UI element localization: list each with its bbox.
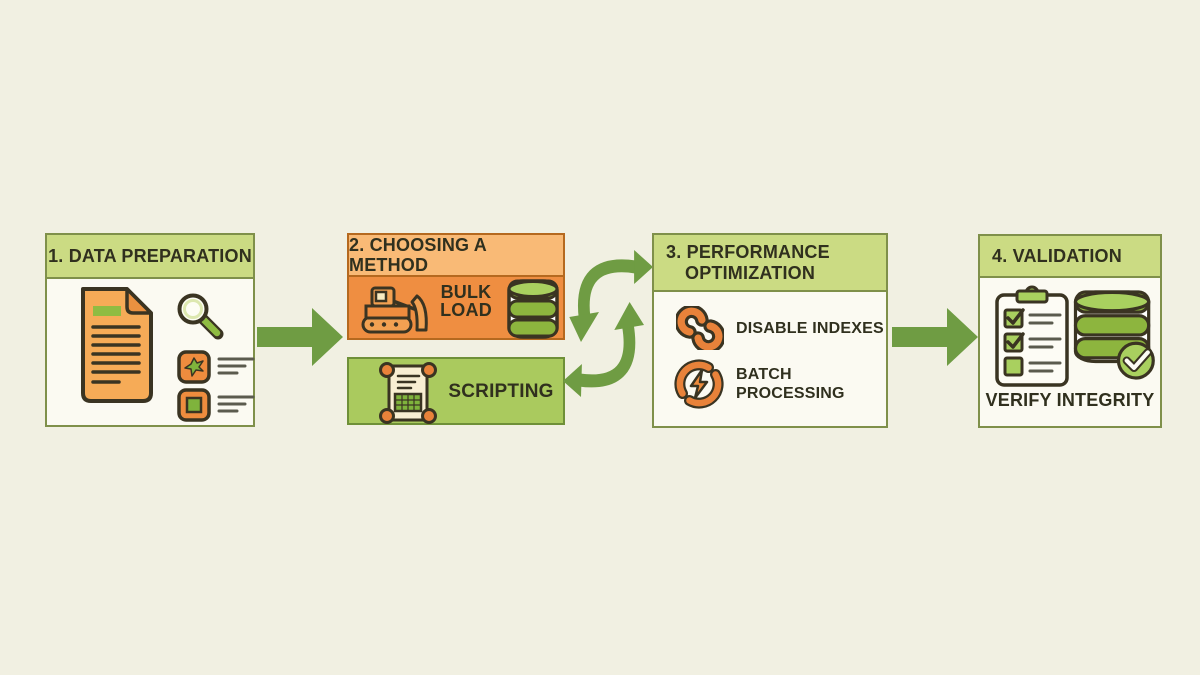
step4-header: 4. VALIDATION [980,236,1160,278]
checkbox-splat-icon [177,350,257,384]
batch-processing-label: BATCH PROCESSING [736,366,845,402]
step3-title-line1: 3. PERFORMANCE [666,242,830,262]
step4-body: VERIFY INTEGRITY [980,278,1160,426]
scripting-option: SCRIPTING [347,357,565,425]
database-check-icon [1070,284,1156,386]
step3-body: DISABLE INDEXES BATCH PROCESSING [654,292,886,426]
scripting-label: SCRIPTING [448,381,554,402]
batch-processing-item: BATCH PROCESSING [654,356,856,412]
clipboard-checklist-icon [992,283,1072,389]
disable-indexes-label: DISABLE INDEXES [736,319,884,337]
step1-header: 1. DATA PREPARATION [47,235,253,279]
step2-header: 2. CHOOSING A METHOD [349,235,563,277]
checkbox-square-icon [177,388,257,422]
magnifier-icon [173,289,227,343]
arrow-step3-to-step4-icon [892,308,978,366]
step2-title: 2. CHOOSING A METHOD [349,235,487,275]
document-icon [69,283,161,407]
bulldozer-icon [361,283,433,335]
cycle-arrows-step2-step3-icon [563,240,653,405]
step1-body [47,279,255,427]
step3-title-line2: OPTIMIZATION [685,263,816,283]
step3-header: 3. PERFORMANCE OPTIMIZATION [654,235,886,292]
cycle-lightning-icon [672,357,726,411]
arrow-step1-to-step2-icon [257,308,343,366]
step3-box: 3. PERFORMANCE OPTIMIZATION DISABLE INDE… [652,233,888,428]
bulk-load-label: BULK LOAD [440,282,492,320]
step1-title: 1. DATA PREPARATION [48,246,252,266]
step4-box: 4. VALIDATION [978,234,1162,428]
disable-indexes-item: DISABLE INDEXES [654,306,884,350]
scroll-icon [377,361,439,425]
verify-integrity-caption: VERIFY INTEGRITY [985,390,1155,410]
database-icon [505,278,561,340]
bulk-load-option: BULK LOAD [349,277,563,340]
step4-title: 4. VALIDATION [992,246,1122,266]
step1-box: 1. DATA PREPARATION [45,233,255,427]
broken-chain-icon [676,306,724,350]
step2-box: 2. CHOOSING A METHOD BULK LOAD [347,233,565,340]
